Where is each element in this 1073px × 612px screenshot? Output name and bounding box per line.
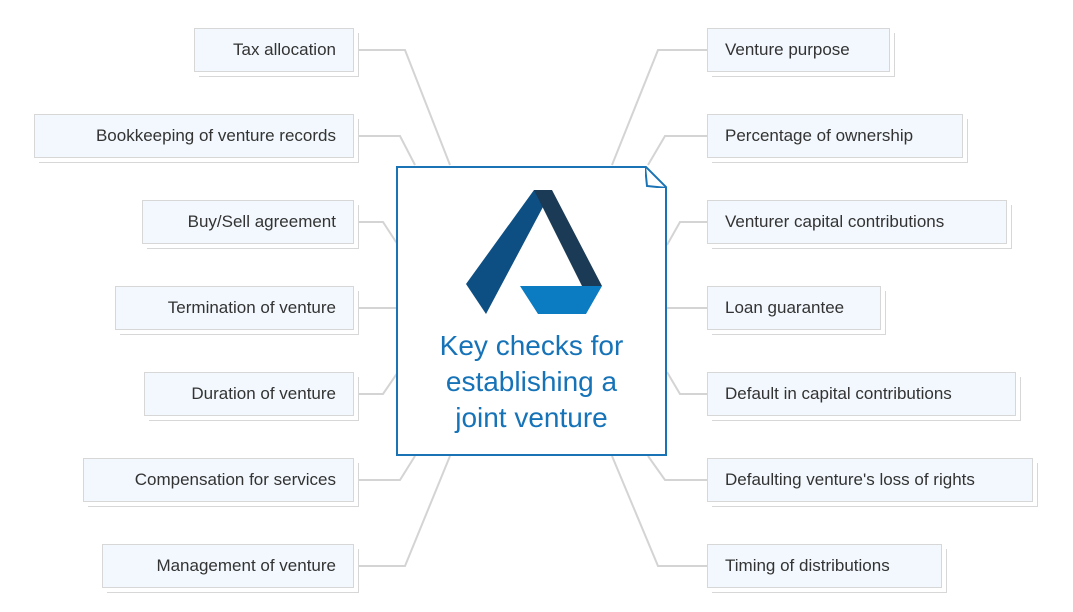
node-loan-guarantee[interactable]: Loan guarantee [707, 286, 881, 330]
connector-loss-rights [647, 455, 708, 481]
connector-venture-purpose [611, 49, 708, 166]
connector-capital [666, 221, 708, 246]
connector-buy-sell [355, 221, 399, 246]
node-bookkeeping[interactable]: Bookkeeping of venture records [34, 114, 354, 158]
connector-bookkeeping [355, 135, 416, 166]
node-capital-contributions[interactable]: Venturer capital contributions [707, 200, 1007, 244]
center-node[interactable]: Key checks for establishing a joint vent… [396, 166, 667, 456]
center-title: Key checks for establishing a joint vent… [439, 330, 624, 433]
node-termination[interactable]: Termination of venture [115, 286, 354, 330]
node-tax-allocation[interactable]: Tax allocation [194, 28, 354, 72]
node-default-capital[interactable]: Default in capital contributions [707, 372, 1016, 416]
node-ownership[interactable]: Percentage of ownership [707, 114, 963, 158]
node-venture-purpose[interactable]: Venture purpose [707, 28, 890, 72]
node-loss-of-rights[interactable]: Defaulting venture's loss of rights [707, 458, 1033, 502]
connector-tax-allocation [355, 49, 451, 166]
node-buy-sell-agreement[interactable]: Buy/Sell agreement [142, 200, 354, 244]
connector-default-capital [666, 371, 708, 395]
node-duration[interactable]: Duration of venture [144, 372, 354, 416]
connector-timing [611, 455, 708, 567]
connector-management [355, 455, 451, 567]
company-logo-icon [466, 190, 602, 314]
folded-corner-icon [645, 166, 667, 188]
node-timing-distributions[interactable]: Timing of distributions [707, 544, 942, 588]
connector-duration [355, 371, 399, 395]
connector-ownership [647, 135, 708, 166]
connector-compensation [355, 455, 416, 481]
node-management[interactable]: Management of venture [102, 544, 354, 588]
node-compensation[interactable]: Compensation for services [83, 458, 354, 502]
